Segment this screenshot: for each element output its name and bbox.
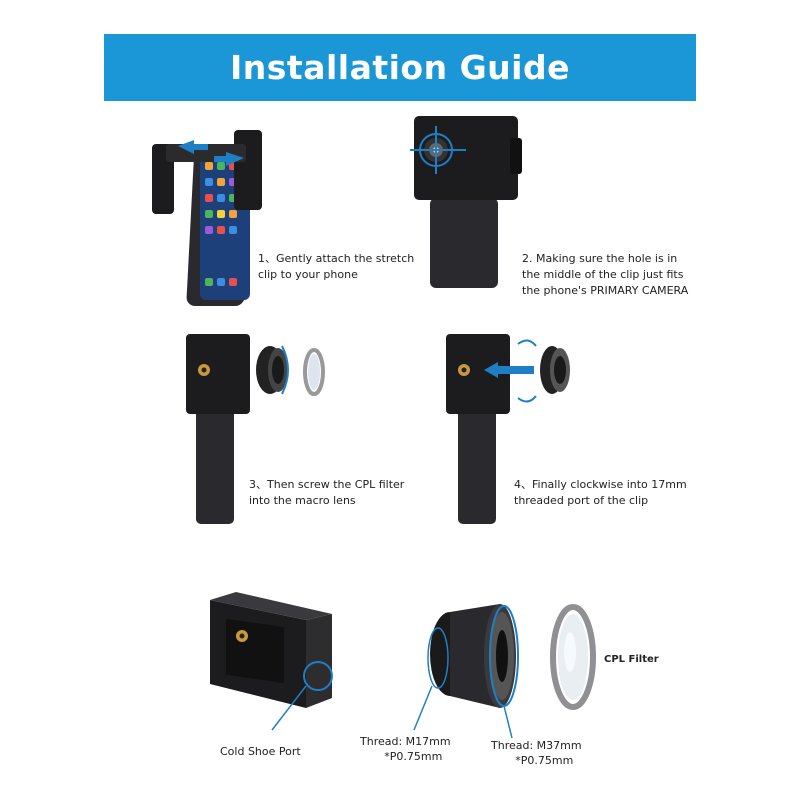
thread-m37-label: Thread: M37mm *P0.75mm xyxy=(491,739,582,767)
step3-instruction: 3、Then screw the CPL filter into the mac… xyxy=(249,478,405,507)
macro-lens-part-illustration xyxy=(413,604,519,739)
page-title: Installation Guide xyxy=(230,48,570,87)
thread-m17-label: Thread: M17mm *P0.75mm xyxy=(360,735,451,763)
step4-instruction: 4、Finally clockwise into 17mm threaded p… xyxy=(514,478,687,507)
cpl-filter-label: CPL Filter xyxy=(604,654,659,665)
step1-instruction: 1、Gently attach the stretch clip to your… xyxy=(258,252,415,281)
step3-lens-filter-illustration xyxy=(186,334,325,524)
title-banner: Installation Guide xyxy=(104,34,696,101)
step1-phone-clip-illustration xyxy=(152,130,262,306)
cold-shoe-label: Cold Shoe Port xyxy=(220,745,301,758)
cpl-filter-part-illustration xyxy=(550,604,596,710)
step2-instruction: 2. Making sure the hole is in the middle… xyxy=(522,252,689,297)
step2-clip-camera-illustration xyxy=(410,116,522,288)
clip-part-illustration xyxy=(210,592,333,731)
step4-lens-clip-illustration xyxy=(446,334,570,524)
